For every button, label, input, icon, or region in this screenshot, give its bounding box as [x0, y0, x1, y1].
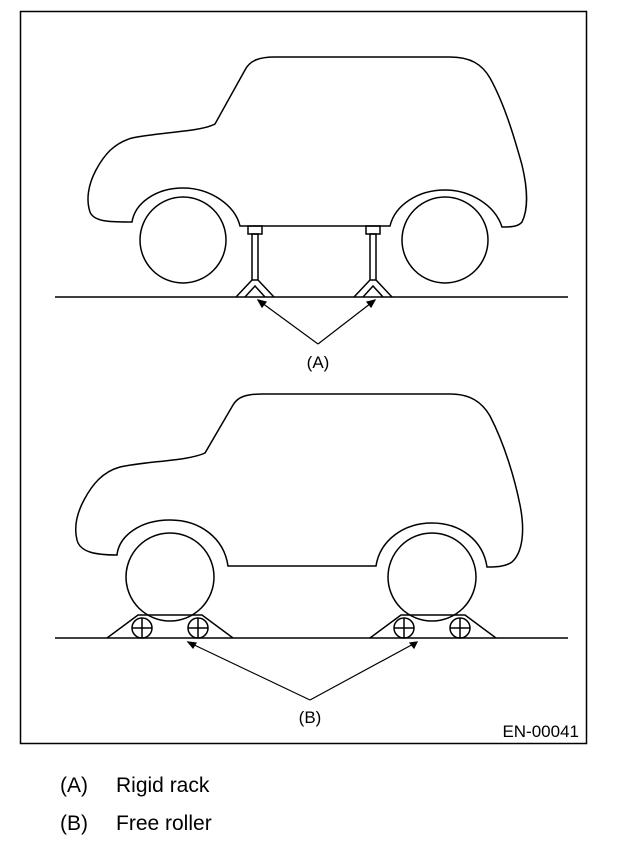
legend-text-b: Free roller [116, 812, 212, 835]
vehicle-top-rear-wheel [401, 196, 489, 284]
legend-text-a: Rigid rack [116, 774, 210, 797]
vehicle-bottom-front-wheel [125, 532, 215, 622]
leader-lines-a [256, 299, 377, 345]
vehicle-bottom-rear-wheel [387, 532, 477, 622]
legend-key-b: (B) [60, 812, 88, 835]
vehicle-bottom-body [74, 393, 524, 568]
free-roller-set-1 [106, 614, 234, 639]
free-roller-set-2 [369, 614, 497, 639]
legend-item-a: (A) Rigid rack [60, 774, 209, 798]
diagram-figure: (A) (B) EN-00041 [19, 10, 588, 745]
vehicle-bottom [74, 393, 524, 622]
leader-lines-b [186, 641, 419, 701]
vehicle-top-body [87, 56, 528, 228]
rigid-rack-2 [353, 225, 393, 298]
label-a: (A) [307, 353, 330, 372]
label-b: (B) [299, 708, 322, 727]
vehicle-top-front-wheel [139, 196, 227, 284]
legend-item-b: (B) Free roller [60, 812, 212, 836]
figure-frame [19, 10, 588, 745]
rigid-rack-1 [235, 225, 275, 298]
figure-code: EN-00041 [502, 722, 579, 741]
vehicle-top [87, 56, 528, 284]
legend-key-a: (A) [60, 774, 88, 797]
